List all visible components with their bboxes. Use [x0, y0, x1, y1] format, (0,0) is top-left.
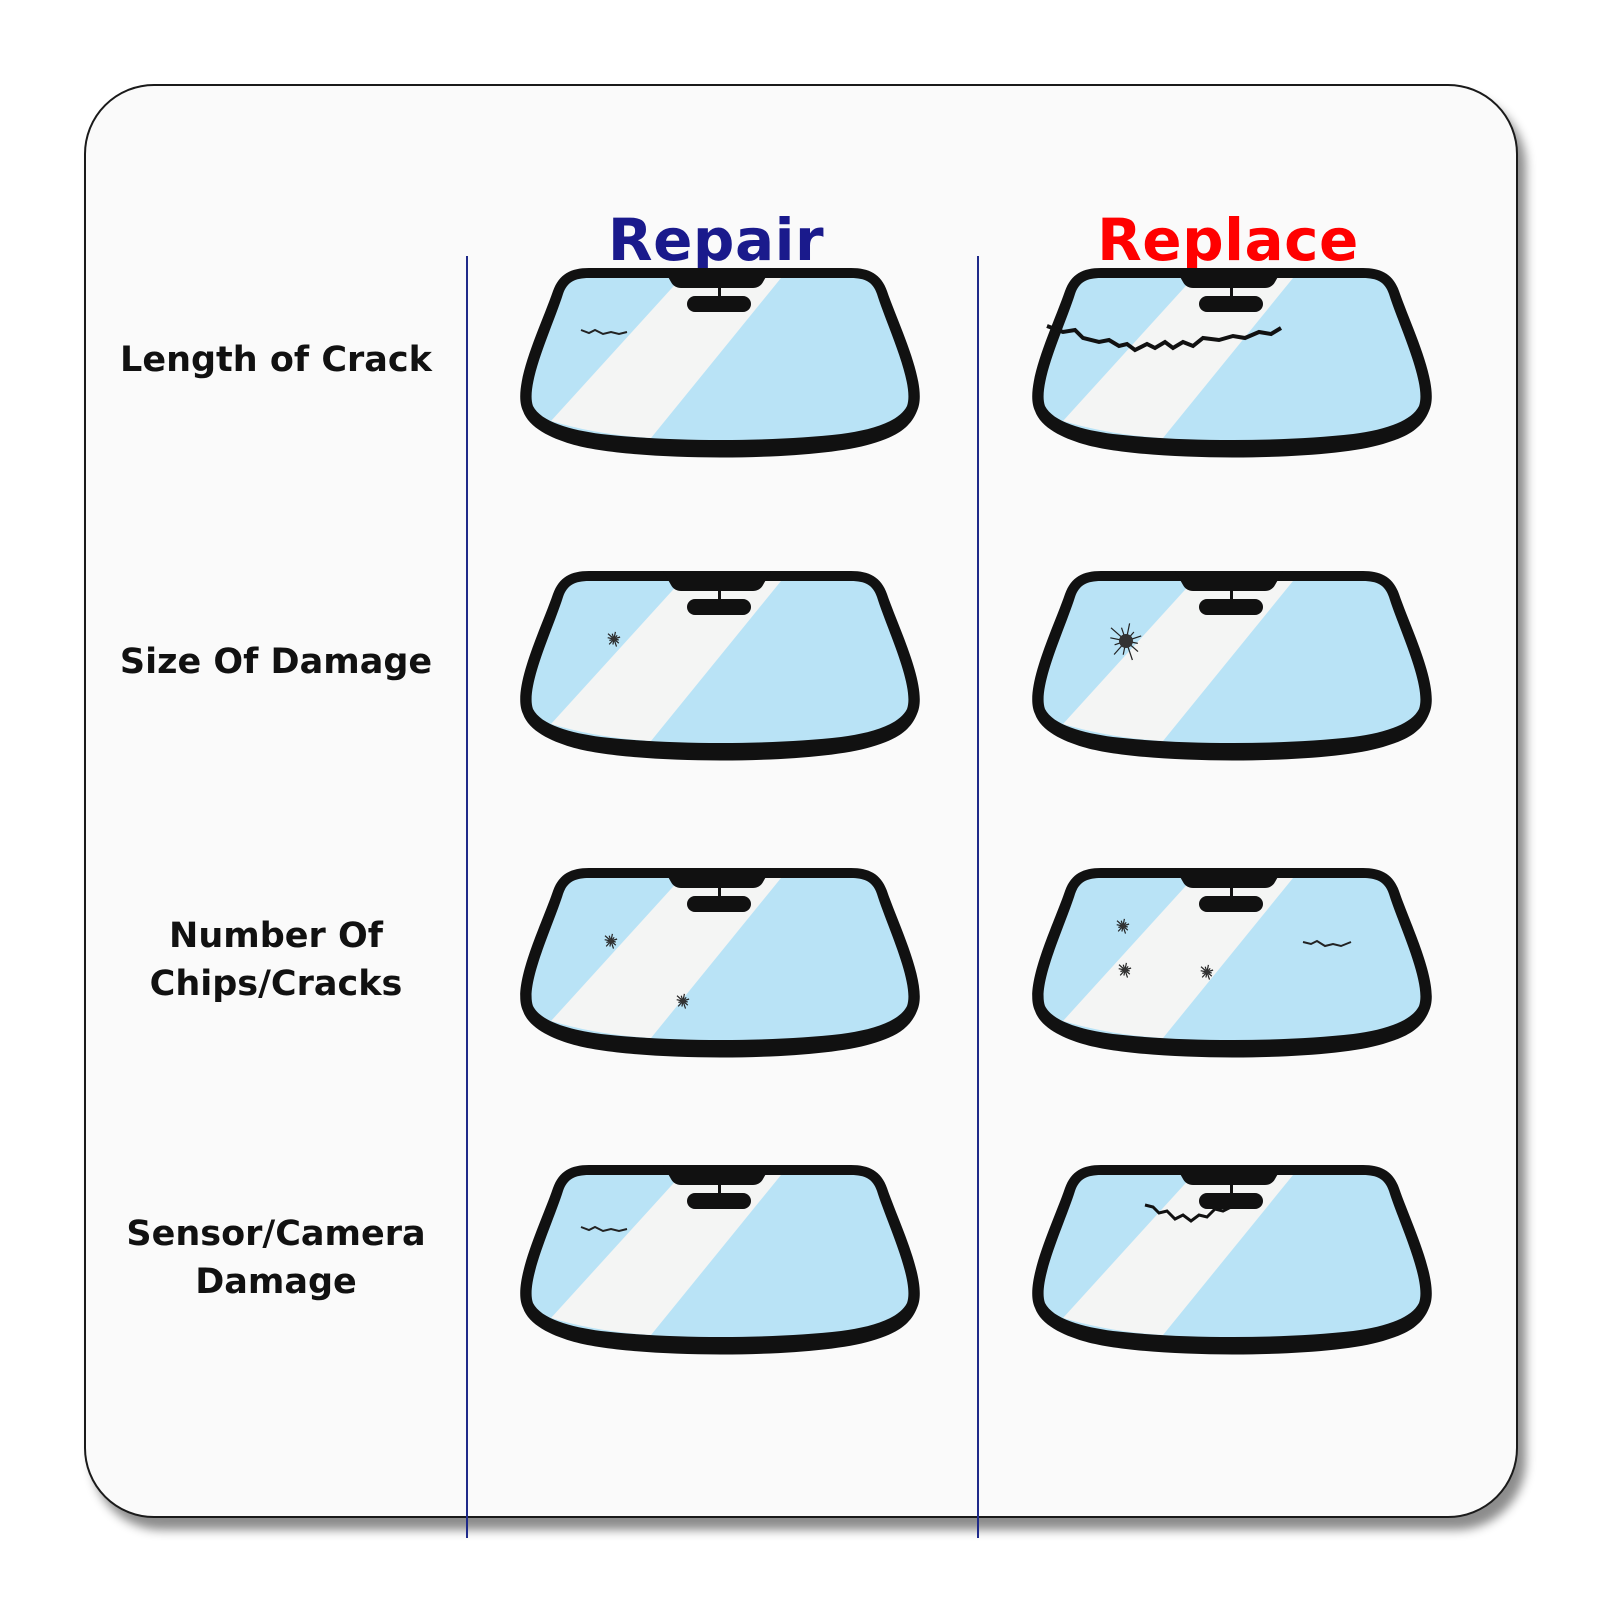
repair-column-title: Repair [607, 206, 825, 274]
windshield-repair-number [520, 868, 920, 1058]
windshield-repair-length [520, 268, 920, 458]
windshield-repair-size [520, 571, 920, 761]
damage-mark [580, 1225, 628, 1233]
windshield-replace-size [1032, 571, 1432, 761]
row-label-line: Length of Crack [120, 340, 432, 380]
row-label-line: Number Of [169, 916, 383, 956]
damage-mark [1110, 623, 1142, 661]
row-label-line: Chips/Cracks [149, 964, 403, 1004]
damage-mark [580, 328, 628, 336]
row-label-sensor-camera-damage: Sensor/Camera Damage [96, 1210, 456, 1306]
comparison-card: Repair Replace Length of Crack Size Of D… [84, 84, 1518, 1538]
windshield-replace-length [1032, 268, 1432, 458]
damage-mark [1046, 324, 1283, 353]
row-label-length-of-crack: Length of Crack [96, 336, 456, 384]
windshield-repair-sensor [520, 1165, 920, 1355]
damage-mark [1144, 1203, 1232, 1223]
damage-mark [604, 933, 690, 1009]
row-label-line: Sensor/Camera [126, 1214, 426, 1254]
windshield-replace-sensor [1032, 1165, 1432, 1355]
row-label-size-of-damage: Size Of Damage [96, 638, 456, 686]
row-label-line: Size Of Damage [119, 642, 433, 682]
column-divider-left [466, 256, 468, 1538]
replace-column-title: Replace [1097, 206, 1359, 274]
row-label-number-of-chips: Number Of Chips/Cracks [96, 912, 456, 1008]
row-label-line: Damage [195, 1262, 357, 1302]
damage-mark [607, 631, 621, 647]
damage-mark [1116, 918, 1352, 980]
windshield-replace-number [1032, 868, 1432, 1058]
column-divider-right [977, 256, 979, 1538]
